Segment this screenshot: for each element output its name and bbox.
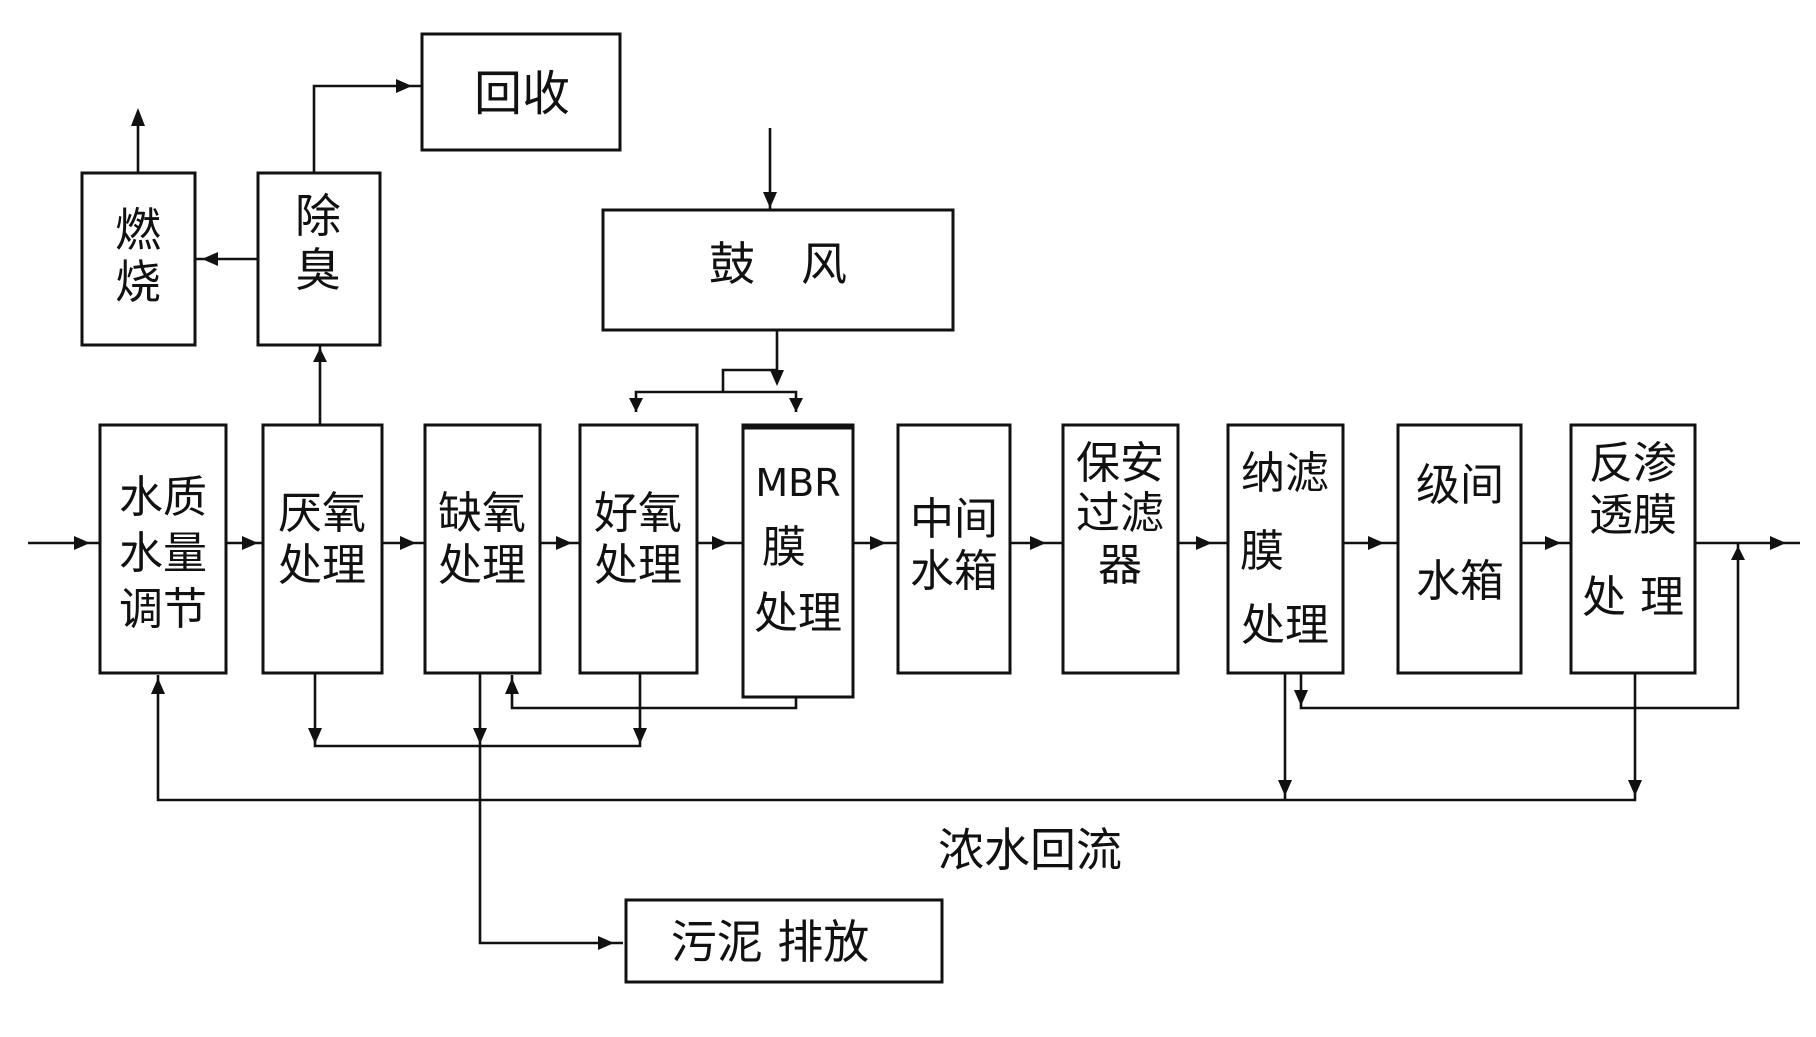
nanofiltration-label-1: 纳滤 (1241, 448, 1329, 499)
arrow-right-nf-interstage (1368, 536, 1384, 550)
arrow-down-mbr (789, 398, 803, 412)
arrow-right-sludge (598, 936, 614, 950)
aerobic-label-2: 处理 (594, 540, 682, 591)
middle-tank-label-2: 水箱 (910, 546, 998, 597)
arrow-down-ro-concentrate (1628, 780, 1642, 796)
arrow-down-anoxic-sludge (473, 728, 487, 744)
arrow-down-aerobic (629, 398, 643, 412)
recovery-label: 回收 (474, 66, 570, 122)
arrow-up-anoxic-return (505, 678, 519, 694)
mbr-box (741, 423, 855, 699)
arrow-down-nf-permeate (1294, 690, 1308, 706)
arrow-up-bypass (1731, 546, 1745, 560)
arrow-right-mbr-tank (870, 536, 886, 550)
middle-tank-label-1: 中间 (910, 494, 998, 545)
anoxic-box (423, 423, 542, 675)
arrow-right-anoxic-aerobic (556, 536, 572, 550)
blower-box (601, 208, 955, 332)
deodorize-label-2: 臭 (295, 243, 341, 297)
arrow-up-regulation-return (151, 678, 165, 694)
anaerobic-label-1: 厌氧 (278, 488, 366, 539)
arrow-right-interstage-ro (1545, 536, 1561, 550)
arrow-right-anaerobic-anoxic (400, 536, 416, 550)
arrow-left-combustion (202, 252, 218, 266)
regulation-label-1: 水质 (119, 472, 207, 523)
arrow-down-blower (763, 192, 777, 208)
arrow-right-aerobic-mbr (712, 536, 728, 550)
arrow-right-regulation-anaerobic (242, 536, 258, 550)
arrowheads (74, 79, 1786, 950)
anaerobic-box (261, 423, 384, 675)
deodorize-label-1: 除 (295, 189, 341, 243)
reverse-osmosis-label-1: 反渗 (1589, 438, 1677, 489)
aerobic-label-1: 好氧 (594, 488, 682, 539)
arrow-right-inlet (74, 536, 90, 550)
anaerobic-label-2: 处理 (278, 540, 366, 591)
mbr-label-2: 膜 (762, 522, 806, 573)
safety-filter-label-1: 保安 (1076, 438, 1164, 489)
regulation-label-3: 调节 (119, 584, 207, 635)
anoxic-label-1: 缺氧 (438, 488, 526, 539)
arrow-down-nf-concentrate (1278, 780, 1292, 796)
deodorize-box (256, 171, 382, 347)
nanofiltration-label-2: 膜 (1240, 526, 1284, 577)
arrow-right-filter-nf (1196, 536, 1212, 550)
interstage-tank-label-1: 级间 (1416, 460, 1504, 511)
safety-filter-box (1061, 423, 1180, 675)
safety-filter-label-3: 器 (1098, 540, 1142, 591)
arrow-up-anaerobic-deodorize (313, 348, 327, 362)
arrow-down-blower-split (770, 370, 784, 386)
recovery-box (420, 32, 622, 152)
interstage-tank-label-2: 水箱 (1416, 556, 1504, 607)
arrow-right-tank-filter (1030, 536, 1046, 550)
combustion-box (80, 171, 197, 347)
reverse-osmosis-box (1569, 423, 1697, 675)
reverse-osmosis-label-2: 透膜 (1589, 490, 1677, 541)
sludge-discharge-box (624, 898, 944, 984)
middle-tank-box (896, 423, 1012, 675)
regulation-label-2: 水量 (119, 528, 207, 579)
process-boxes (80, 32, 1697, 984)
nanofiltration-box (1226, 423, 1345, 675)
reverse-osmosis-label-3: 处 理 (1582, 572, 1684, 623)
arrow-down-aerobic-return (633, 728, 647, 744)
arrow-right-outlet (1770, 536, 1786, 550)
combustion-label-1: 燃 (115, 203, 161, 257)
arrow-right-recovery (396, 79, 412, 93)
combustion-label-2: 烧 (115, 255, 161, 309)
concentrate-return-label: 浓水回流 (938, 823, 1122, 877)
arrow-down-anaerobic-return (308, 728, 322, 744)
mbr-label-1: MBR (755, 461, 840, 505)
sludge-discharge-label: 污泥 排放 (671, 915, 870, 969)
arrow-up-exhaust (131, 108, 145, 126)
anoxic-label-2: 处理 (438, 540, 526, 591)
safety-filter-label-2: 过滤 (1076, 488, 1164, 539)
blower-label: 鼓 风 (709, 237, 847, 291)
regulation-box (98, 423, 228, 675)
nanofiltration-label-3: 处理 (1241, 600, 1329, 651)
mbr-label-3: 处理 (754, 588, 842, 639)
aerobic-box (578, 423, 699, 675)
box-labels: 回收 燃 烧 除 臭 鼓 风 水质 水量 调节 厌氧 处理 缺氧 处理 好氧 处… (115, 66, 1684, 969)
interstage-tank-box (1396, 423, 1523, 675)
